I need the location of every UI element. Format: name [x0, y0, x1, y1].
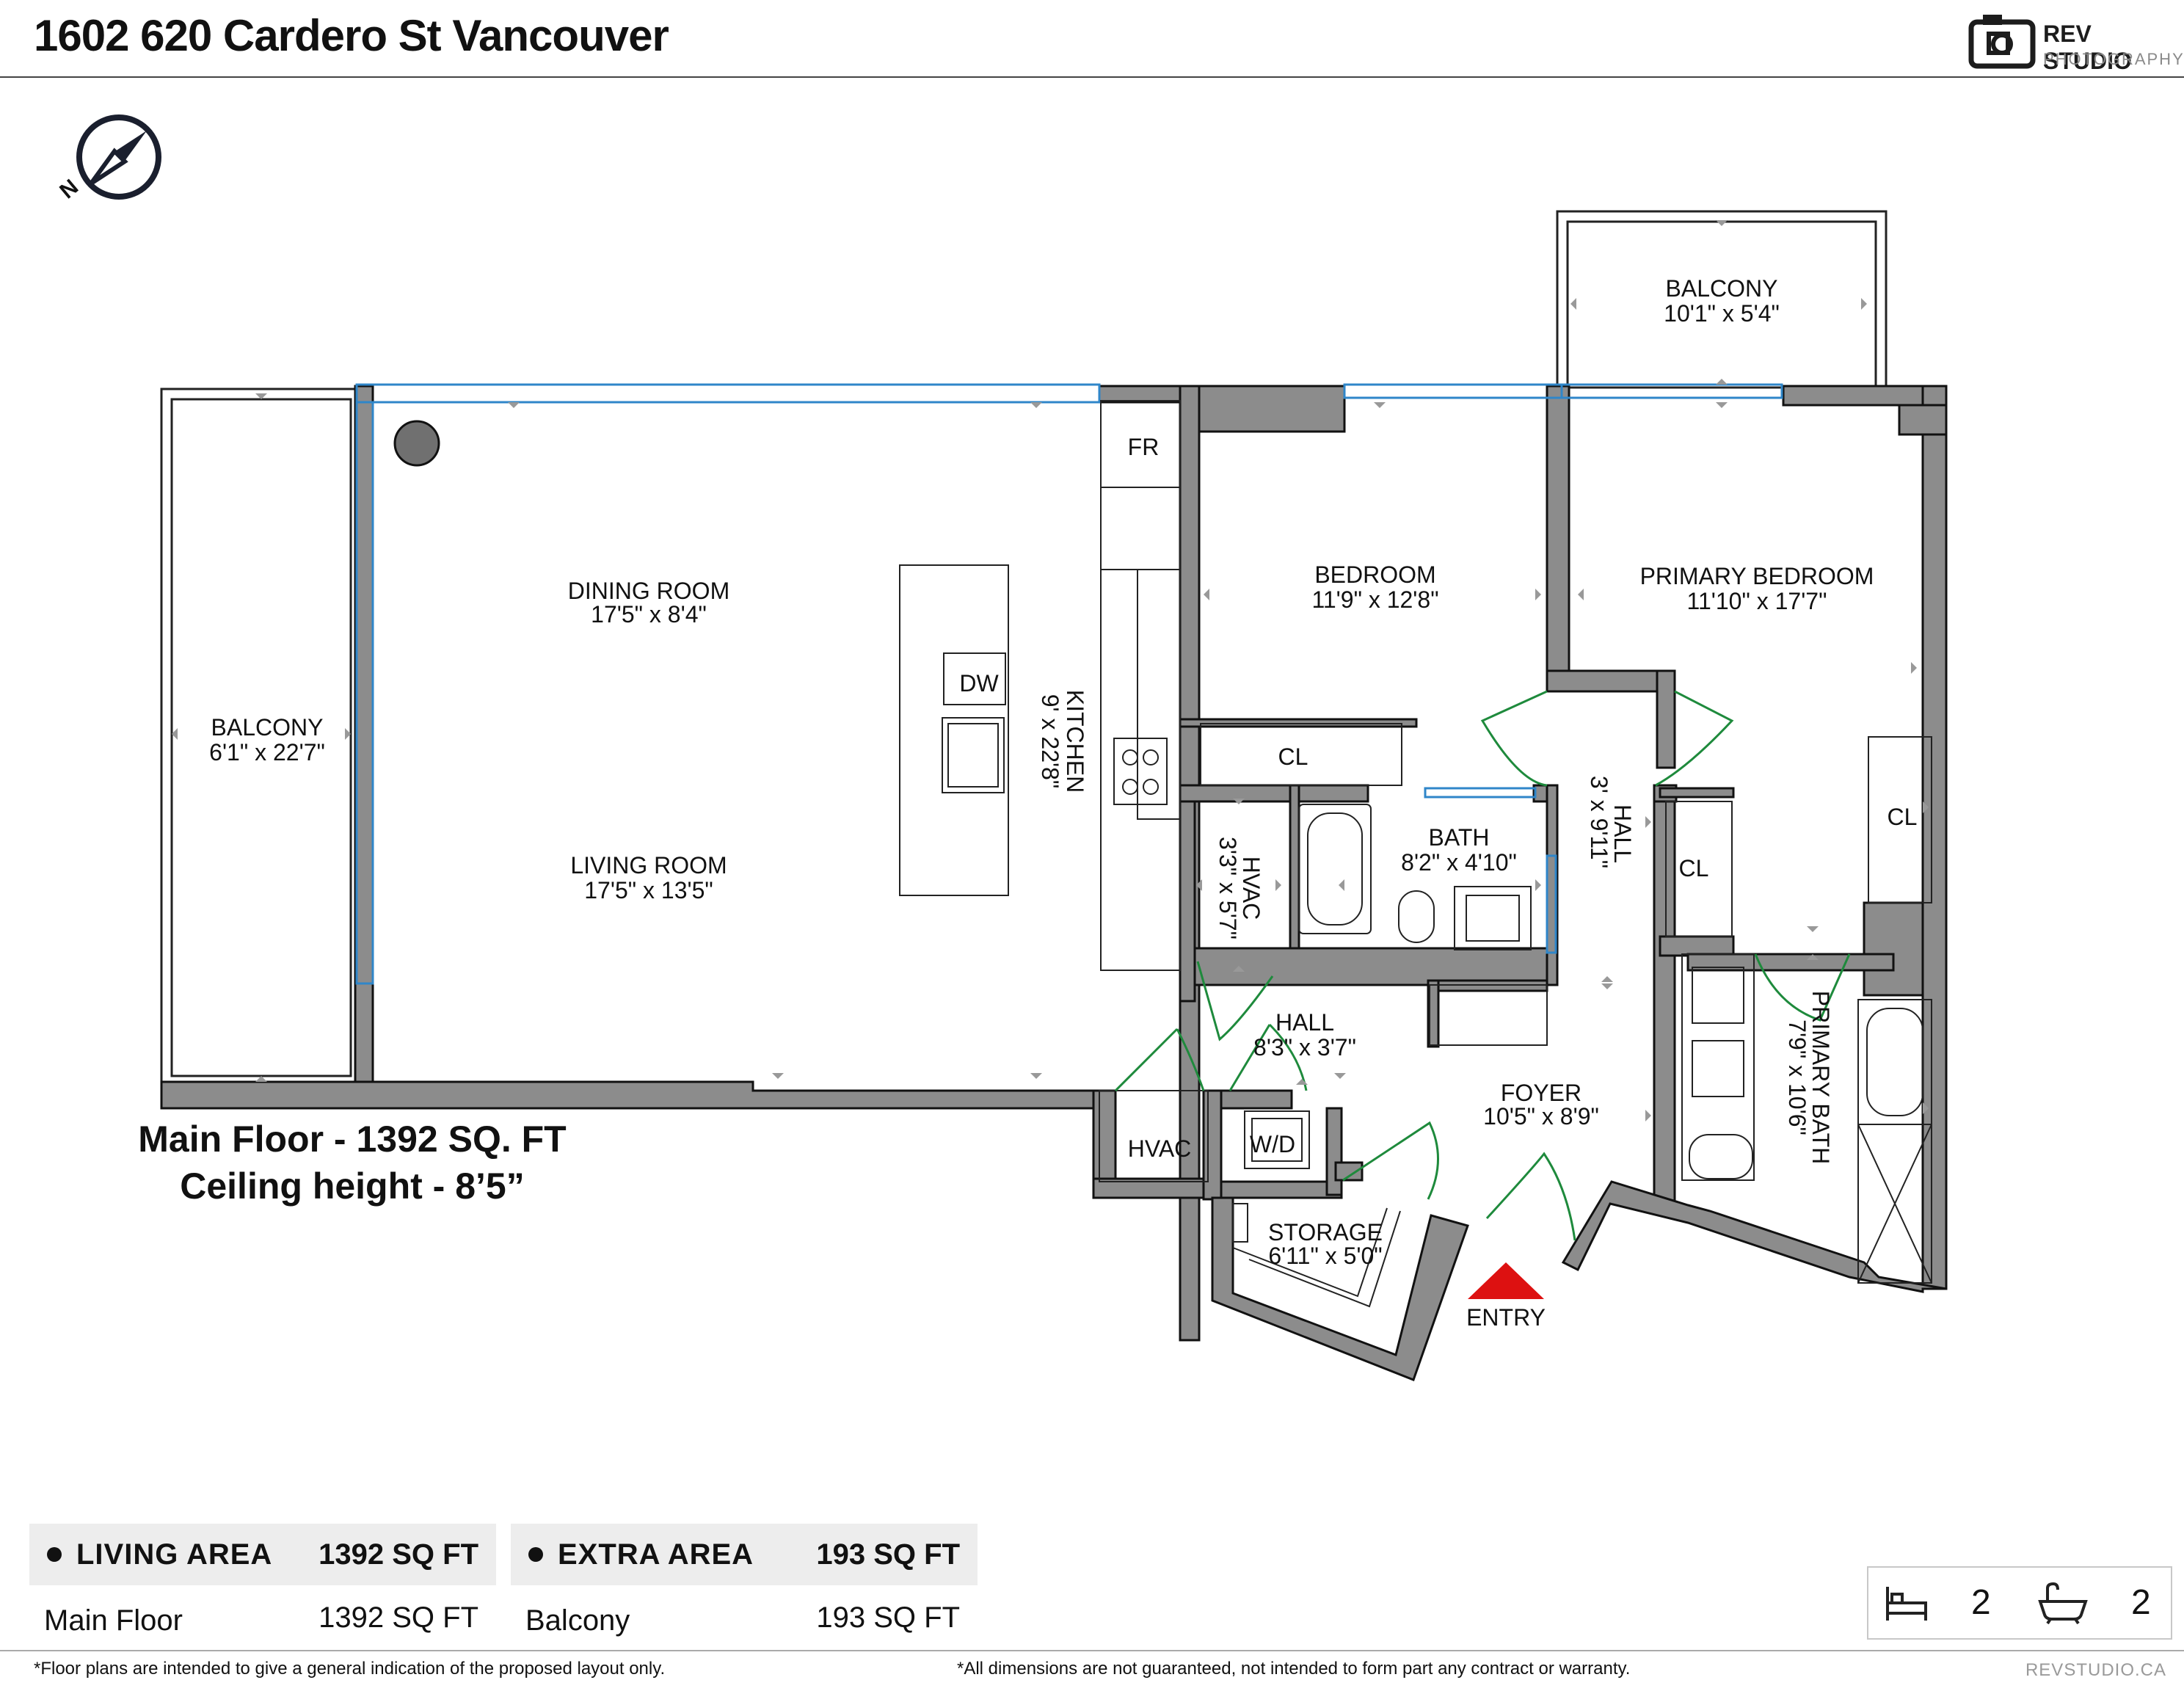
extra-area-header: EXTRA AREA 193 SQ FT [511, 1524, 978, 1585]
extra-area-table: EXTRA AREA 193 SQ FT Balcony 193 SQ FT [511, 1524, 978, 1644]
disclaimer-dimensions: *All dimensions are not guaranteed, not … [957, 1659, 1631, 1679]
website-link[interactable]: REVSTUDIO.CA [2025, 1660, 2166, 1680]
living-area-header: LIVING AREA 1392 SQ FT [29, 1524, 496, 1585]
kitchen-name: KITCHEN [1062, 690, 1088, 793]
table-row: Balcony 193 SQ FT [511, 1585, 978, 1644]
camera-icon [1968, 15, 2036, 69]
closet-hall-label: CL [1679, 855, 1709, 881]
closet-bedroom-label: CL [1278, 743, 1308, 770]
bathtub-icon [2038, 1582, 2088, 1625]
windows [355, 383, 1783, 985]
balcony-left-dims: 6'1" x 22'7" [209, 739, 325, 766]
page-title: 1602 620 Cardero St Vancouver [34, 11, 669, 60]
entry-label: ENTRY [1466, 1304, 1546, 1331]
hvac-small-dims: 3'3" x 5'7" [1215, 837, 1241, 939]
storage-name: STORAGE [1268, 1219, 1383, 1245]
entry-arrow-icon [1468, 1262, 1544, 1299]
footer-divider [0, 1650, 2184, 1651]
hall-small-dims: 8'3" x 3'7" [1253, 1034, 1356, 1061]
balcony-top-name: BALCONY [1666, 275, 1778, 302]
hvac-small-name: HVAC [1238, 857, 1264, 920]
kitchen-dims: 9' x 22'8" [1037, 694, 1063, 789]
room-counts: 2 2 [1867, 1566, 2172, 1640]
walls [160, 385, 1948, 1381]
foyer-dims: 10'5" x 8'9" [1483, 1103, 1599, 1130]
living-area-row-label: Main Floor [44, 1604, 183, 1637]
header-divider [0, 76, 2184, 78]
bathroom-count: 2 [2131, 1583, 2151, 1622]
primary-bedroom-name: PRIMARY BEDROOM [1640, 563, 1874, 589]
bath-dims: 8'2" x 4'10" [1401, 849, 1517, 876]
primary-bedroom-dims: 11'10" x 17'7" [1687, 588, 1827, 614]
floor-caption-area: Main Floor - 1392 SQ. FT [138, 1119, 567, 1160]
brand-tagline: PHOTOGRAPHY [2043, 50, 2184, 68]
hvac-lower-label: HVAC [1128, 1135, 1192, 1162]
dining-room-name: DINING ROOM [568, 578, 729, 604]
living-area-table: LIVING AREA 1392 SQ FT Main Floor 1392 S… [29, 1524, 496, 1644]
closets [1099, 723, 1932, 1182]
living-area-label: LIVING AREA [76, 1538, 273, 1571]
north-label: N [55, 175, 83, 203]
doors [1114, 690, 1851, 1241]
hall-small-name: HALL [1275, 1009, 1334, 1036]
kitchen-fixtures [899, 400, 1181, 971]
bath-name: BATH [1429, 824, 1490, 851]
table-row: Main Floor 1392 SQ FT [29, 1585, 496, 1644]
floor-caption-ceiling: Ceiling height - 8’5” [180, 1165, 525, 1207]
balcony-top-dims: 10'1" x 5'4" [1664, 300, 1780, 327]
column [393, 420, 440, 467]
compass-icon: N [55, 114, 161, 203]
bullet-icon [47, 1547, 62, 1562]
disclaimer-layout: *Floor plans are intended to give a gene… [34, 1659, 666, 1679]
extra-area-row-label: Balcony [525, 1604, 630, 1637]
storage-dims: 6'11" x 5'0" [1268, 1243, 1382, 1269]
brand-name: REV STUDIO [2043, 21, 2132, 74]
closet-primary-label: CL [1888, 804, 1918, 830]
bedroom-count: 2 [1971, 1583, 1991, 1622]
hall-vertical-dims: 3' x 9'11" [1586, 776, 1612, 868]
bedroom-name: BEDROOM [1314, 561, 1435, 588]
dimension-markers [172, 220, 1929, 1121]
balcony-left-name: BALCONY [211, 714, 324, 741]
foyer-name: FOYER [1501, 1080, 1581, 1106]
brand-logo: REV STUDIO PHOTOGRAPHY [1967, 12, 2183, 74]
living-area-row-value: 1392 SQ FT [318, 1601, 478, 1634]
bath-fixtures [1232, 804, 1932, 1308]
extra-area-label: EXTRA AREA [558, 1538, 754, 1571]
bullet-icon [528, 1547, 543, 1562]
washer-dryer-label: W/D [1250, 1131, 1295, 1157]
floor-caption: Main Floor - 1392 SQ. FT Ceiling height … [110, 1116, 594, 1210]
primary-bath-name: PRIMARY BATH [1808, 991, 1834, 1165]
bedroom-dims: 11'9" x 12'8" [1311, 586, 1438, 613]
extra-area-total: 193 SQ FT [816, 1538, 960, 1571]
living-area-total: 1392 SQ FT [318, 1538, 478, 1571]
fridge-label: FR [1128, 434, 1160, 460]
living-room-dims: 17'5" x 13'5" [584, 877, 713, 903]
dishwasher-label: DW [959, 670, 999, 697]
dining-room-dims: 17'5" x 8'4" [591, 601, 707, 628]
bed-icon [1886, 1587, 1927, 1621]
hall-vertical-name: HALL [1609, 804, 1636, 863]
primary-bath-dims: 7'9" x 10'6" [1784, 1019, 1810, 1135]
extra-area-row-value: 193 SQ FT [816, 1601, 960, 1634]
living-room-name: LIVING ROOM [570, 852, 727, 879]
balcony-outlines [160, 210, 1888, 1088]
